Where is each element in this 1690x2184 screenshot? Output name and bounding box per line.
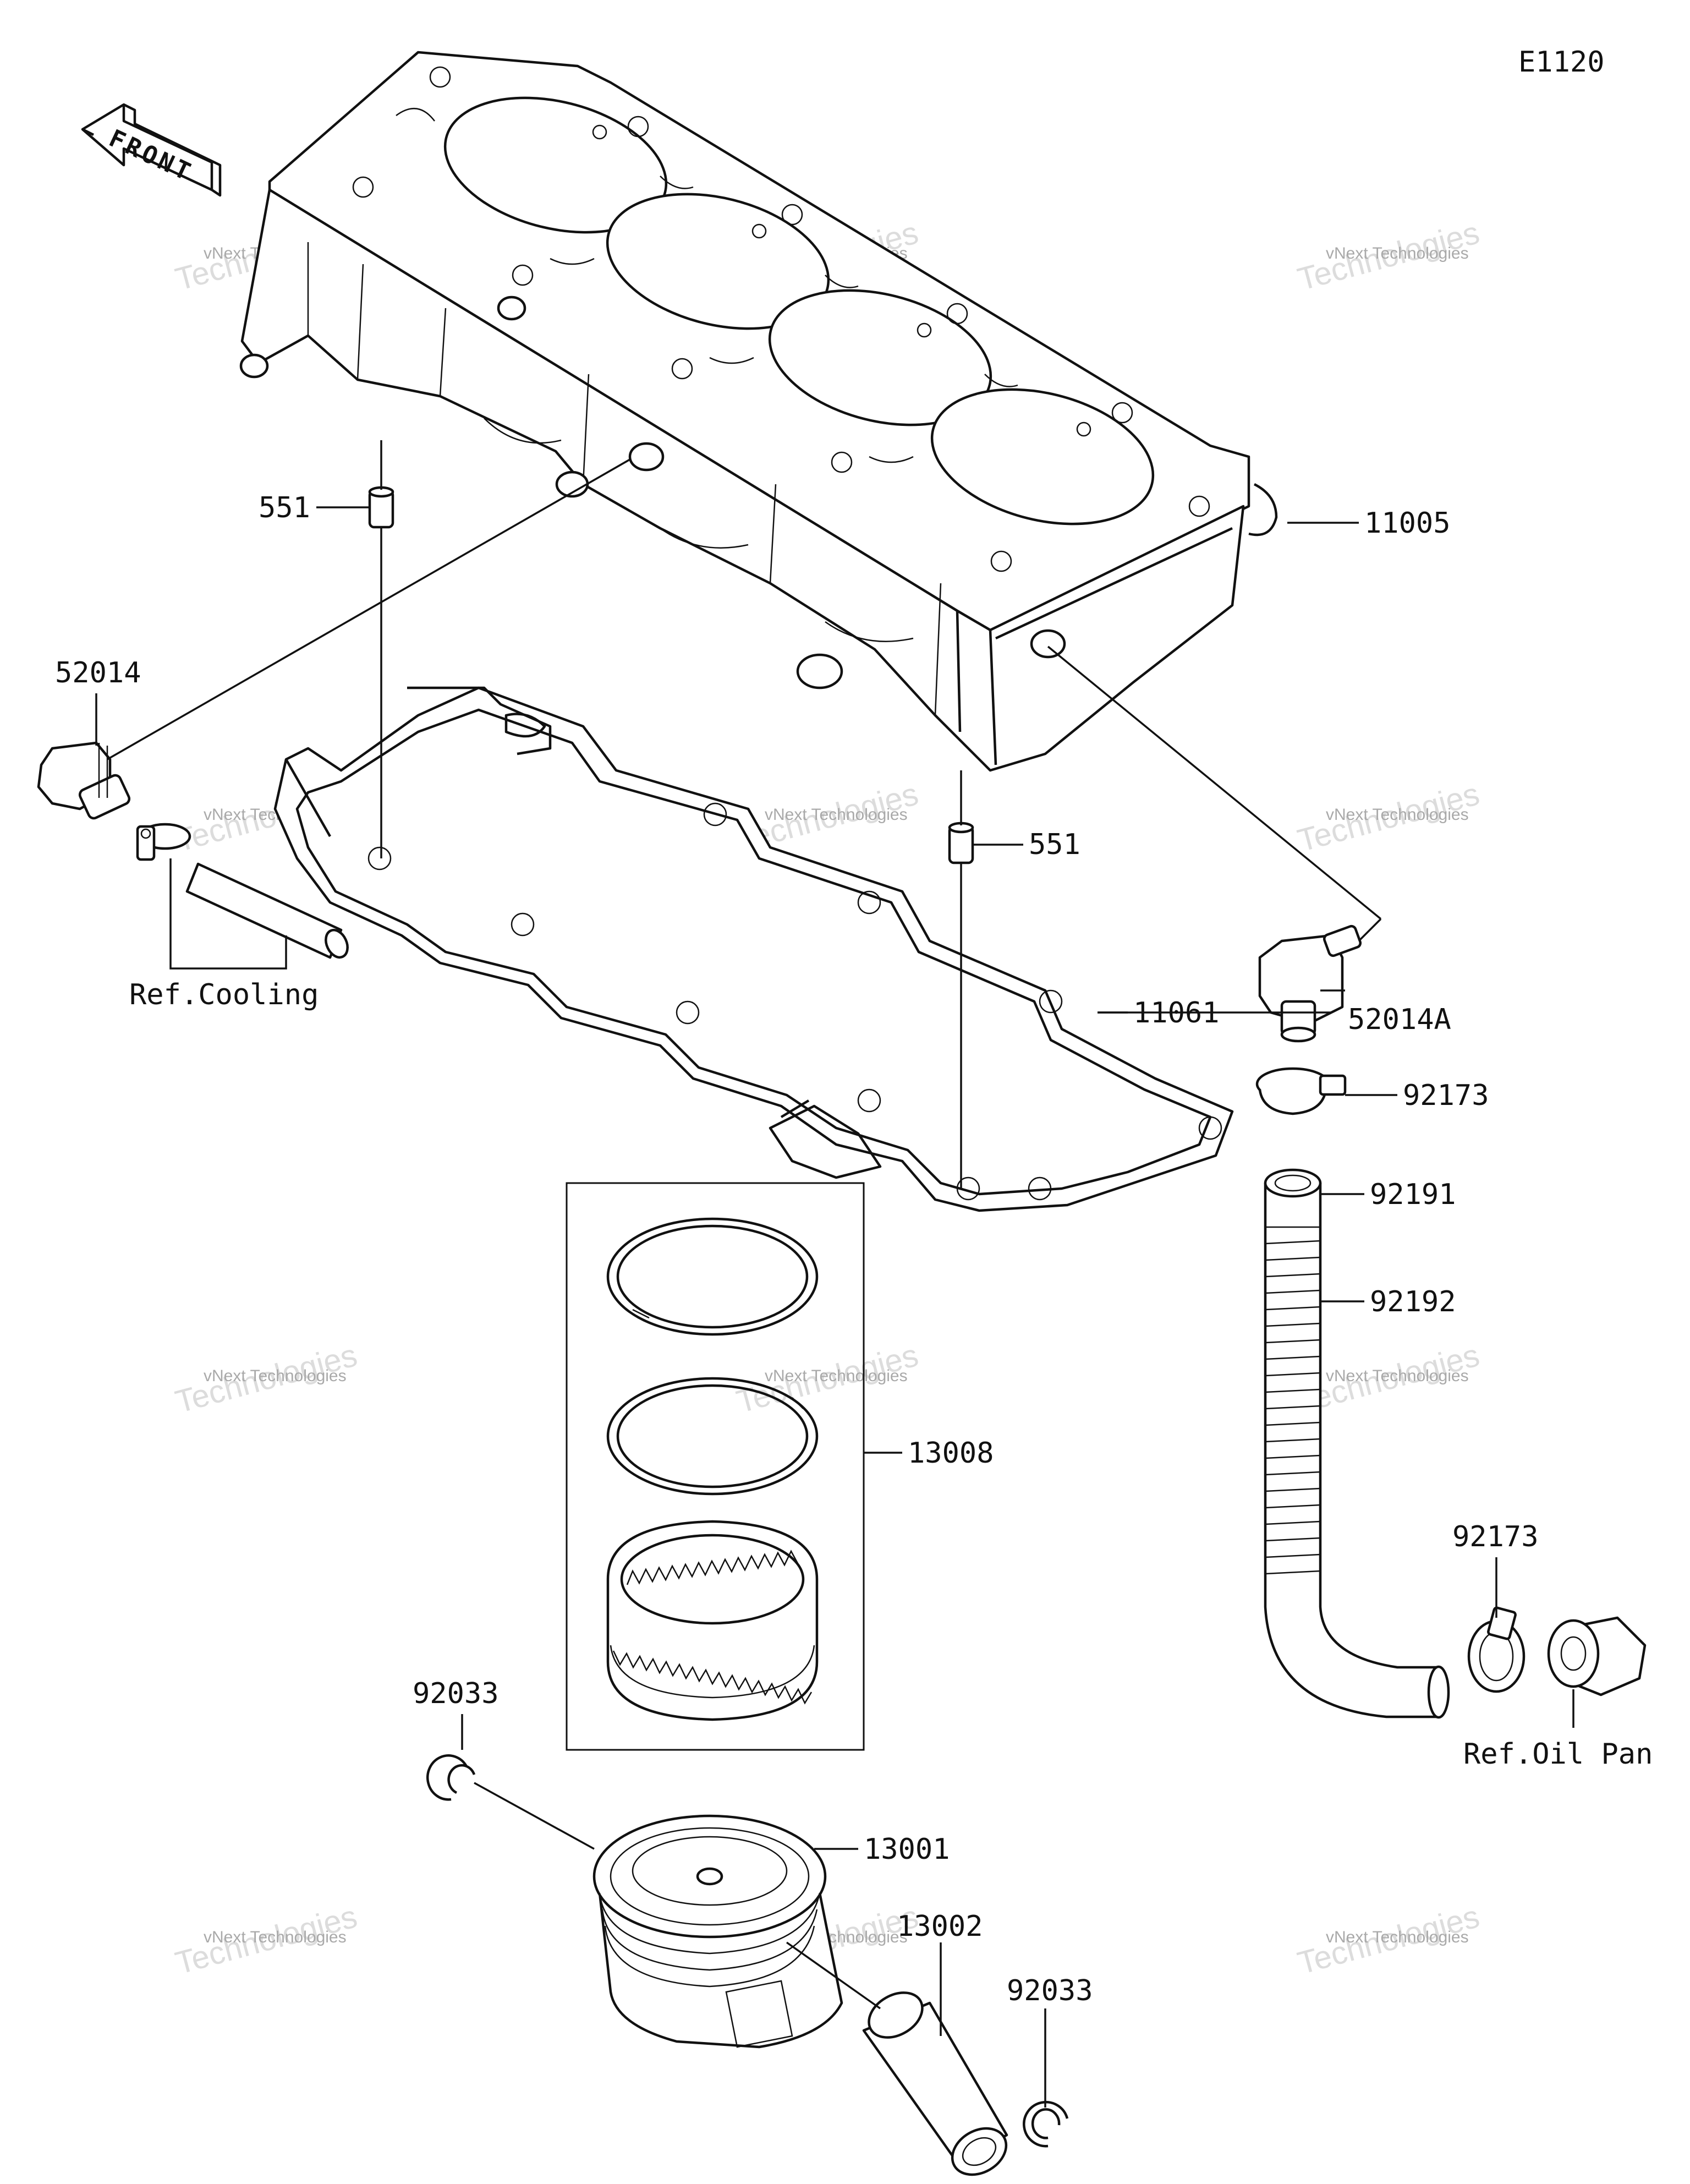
watermark: Technologies vNext Technologies bbox=[172, 1898, 361, 1981]
front-arrow-icon: FRONT bbox=[81, 103, 222, 197]
bore-3 bbox=[768, 289, 992, 426]
clamp-lower bbox=[1467, 1606, 1526, 1693]
callout-92033-lower: 92033 bbox=[1007, 1974, 1093, 2007]
watermark: Technologies vNext Technologies bbox=[733, 1337, 922, 1420]
fitting-left bbox=[37, 741, 131, 820]
watermark: Technologies vNext Technologies bbox=[172, 1337, 361, 1420]
svg-text:vNext Technologies: vNext Technologies bbox=[765, 806, 908, 824]
watermark: Technologies vNext Technologies bbox=[1294, 1337, 1483, 1420]
piston-pin bbox=[862, 1991, 1008, 2176]
callout-92173-lower: 92173 bbox=[1452, 1520, 1539, 1553]
cylinder-head-gasket bbox=[273, 686, 1234, 1212]
callout-92173-upper: 92173 bbox=[1403, 1079, 1489, 1112]
fitting-right bbox=[1258, 924, 1362, 1043]
cylinder-block bbox=[239, 51, 1278, 772]
callout-labels: 11005 551 551 52014 52014A 11061 92173 9… bbox=[55, 491, 1653, 2007]
piston-ring-second bbox=[606, 1377, 819, 1496]
callout-92191: 92191 bbox=[1370, 1178, 1456, 1211]
dowel-pin-left bbox=[368, 486, 394, 529]
callout-52014a: 52014A bbox=[1348, 1003, 1451, 1036]
callout-13002: 13002 bbox=[897, 1910, 983, 1943]
watermark: Technologies vNext Technologies bbox=[1294, 776, 1483, 858]
svg-text:vNext Technologies: vNext Technologies bbox=[204, 1928, 347, 1946]
cooling-hose bbox=[185, 862, 349, 959]
clamp-upper bbox=[1255, 1067, 1347, 1115]
callout-52014: 52014 bbox=[55, 656, 141, 689]
piston-ring-set-frame bbox=[566, 1182, 865, 1751]
ref-oil-pan: Ref.Oil Pan bbox=[1463, 1738, 1653, 1771]
oil-pan-fitting bbox=[1547, 1616, 1647, 1696]
callout-551-right: 551 bbox=[1029, 828, 1080, 861]
piston bbox=[592, 1814, 843, 2049]
hose-protector bbox=[1265, 1226, 1321, 1575]
bore-1 bbox=[443, 96, 668, 234]
oil-hose bbox=[1264, 1168, 1450, 1719]
bore-2 bbox=[606, 193, 830, 330]
piston-ring-oil bbox=[606, 1520, 819, 1721]
diagram-code: E1120 bbox=[1518, 46, 1605, 79]
svg-text:vNext Technologies: vNext Technologies bbox=[1326, 1928, 1469, 1946]
leader-lines bbox=[95, 440, 1574, 2108]
ref-cooling: Ref.Cooling bbox=[129, 978, 319, 1011]
bore-4 bbox=[930, 388, 1155, 526]
svg-text:vNext Technologies: vNext Technologies bbox=[1326, 1367, 1469, 1385]
piston-ring-top bbox=[606, 1217, 819, 1336]
svg-text:vNext Technologies: vNext Technologies bbox=[204, 1367, 347, 1385]
svg-text:vNext Technologies: vNext Technologies bbox=[765, 1367, 908, 1385]
svg-text:vNext Technologies: vNext Technologies bbox=[1326, 244, 1469, 262]
callout-11061: 11061 bbox=[1133, 997, 1220, 1030]
callout-13001: 13001 bbox=[864, 1833, 950, 1866]
callout-13008: 13008 bbox=[908, 1437, 994, 1470]
circlip-lower bbox=[1023, 2100, 1069, 2148]
svg-text:vNext Technologies: vNext Technologies bbox=[1326, 806, 1469, 824]
circlip-upper bbox=[426, 1754, 476, 1801]
callout-551-left: 551 bbox=[259, 491, 310, 524]
dowel-pin-right bbox=[948, 822, 974, 864]
cooling-hose-clamp bbox=[136, 823, 191, 861]
watermark: Technologies vNext Technologies bbox=[1294, 1898, 1483, 1981]
callout-92192: 92192 bbox=[1370, 1285, 1456, 1318]
watermark: Technologies vNext Technologies bbox=[1294, 215, 1483, 297]
callout-11005: 11005 bbox=[1364, 507, 1451, 540]
callout-92033-upper: 92033 bbox=[413, 1677, 499, 1710]
